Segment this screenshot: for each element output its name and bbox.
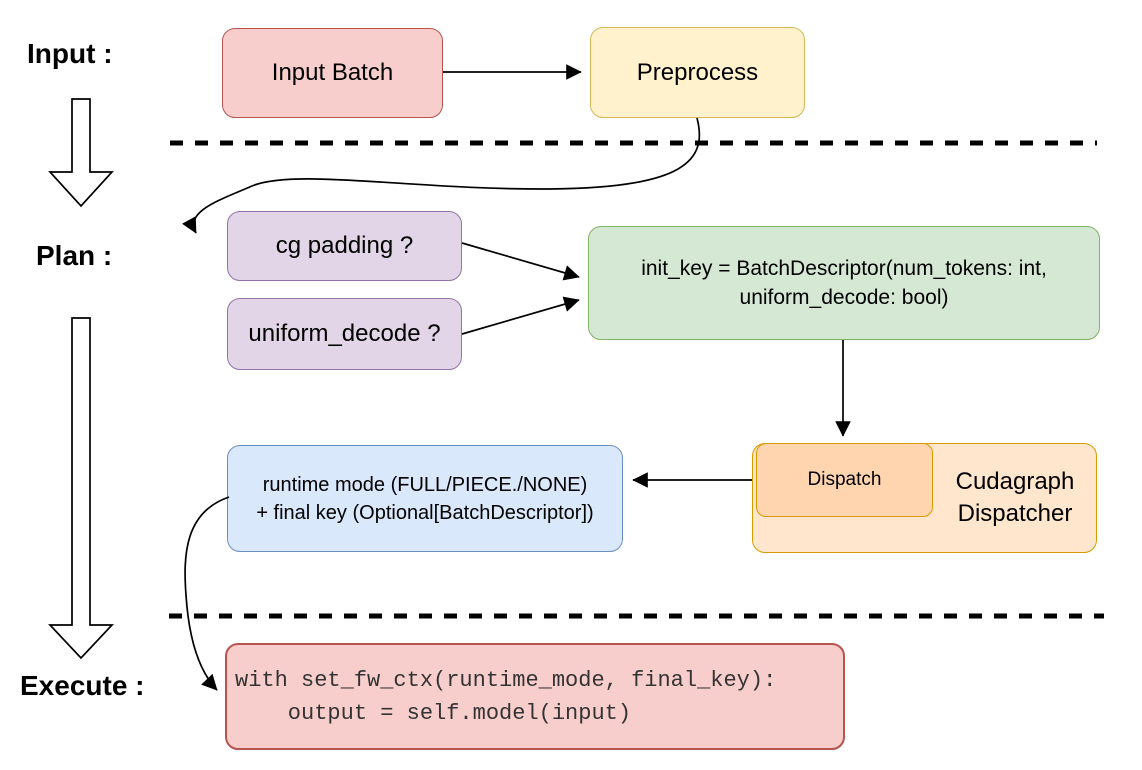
node-uniform-decode-label: uniform_decode ? [248, 320, 441, 347]
node-runtime-mode: runtime mode (FULL/PIECE./NONE) + final … [227, 445, 623, 552]
node-init-key-label: init_key = BatchDescriptor(num_tokens: i… [589, 254, 1099, 312]
arrow-uniform-decode-to-init-key [461, 296, 580, 335]
cudagraph-line2: Dispatcher [957, 500, 1073, 527]
stage-label-execute: Execute : [20, 670, 145, 701]
node-init-key: init_key = BatchDescriptor(num_tokens: i… [588, 226, 1100, 340]
node-input-batch: Input Batch [222, 28, 443, 118]
hollow-down-arrow-plan-to-execute [48, 317, 114, 660]
node-cg-padding-label: cg padding ? [275, 232, 414, 259]
execute-code-line1: with set_fw_ctx(runtime_mode, final_key)… [235, 667, 777, 693]
execute-code-text: with set_fw_ctx(runtime_mode, final_key)… [235, 664, 843, 730]
init-key-line1: init_key = BatchDescriptor(num_tokens: i… [641, 257, 1047, 280]
execute-code-line2: output = self.model(input) [235, 700, 632, 726]
node-uniform-decode: uniform_decode ? [227, 298, 462, 370]
cudagraph-dispatcher-text: Cudagraph Dispatcher [933, 466, 1097, 530]
node-preprocess: Preprocess [590, 27, 805, 118]
node-dispatch-label: Dispatch [807, 469, 882, 490]
node-dispatch: Dispatch [756, 443, 933, 517]
node-cudagraph-dispatcher-label: Cudagraph Dispatcher [933, 443, 1097, 553]
cudagraph-line1: Cudagraph [955, 468, 1075, 495]
runtime-mode-text: runtime mode (FULL/PIECE./NONE) + final … [228, 471, 622, 527]
stage-label-plan: Plan : [36, 240, 113, 271]
node-input-batch-label: Input Batch [271, 59, 394, 86]
runtime-mode-line1: runtime mode (FULL/PIECE./NONE) [262, 473, 588, 496]
node-cg-padding: cg padding ? [227, 211, 462, 281]
stage-label-input: Input : [27, 38, 113, 69]
hollow-down-arrow-input-to-plan [48, 98, 114, 208]
init-key-line2: uniform_decode: bool) [739, 286, 949, 309]
runtime-mode-line2: + final key (Optional[BatchDescriptor]) [256, 501, 594, 524]
arrow-cg-padding-to-init-key [461, 242, 580, 281]
curve-runtime-mode-to-execute-code [184, 496, 230, 691]
node-preprocess-label: Preprocess [636, 58, 759, 86]
node-execute-code: with set_fw_ctx(runtime_mode, final_key)… [225, 643, 845, 750]
